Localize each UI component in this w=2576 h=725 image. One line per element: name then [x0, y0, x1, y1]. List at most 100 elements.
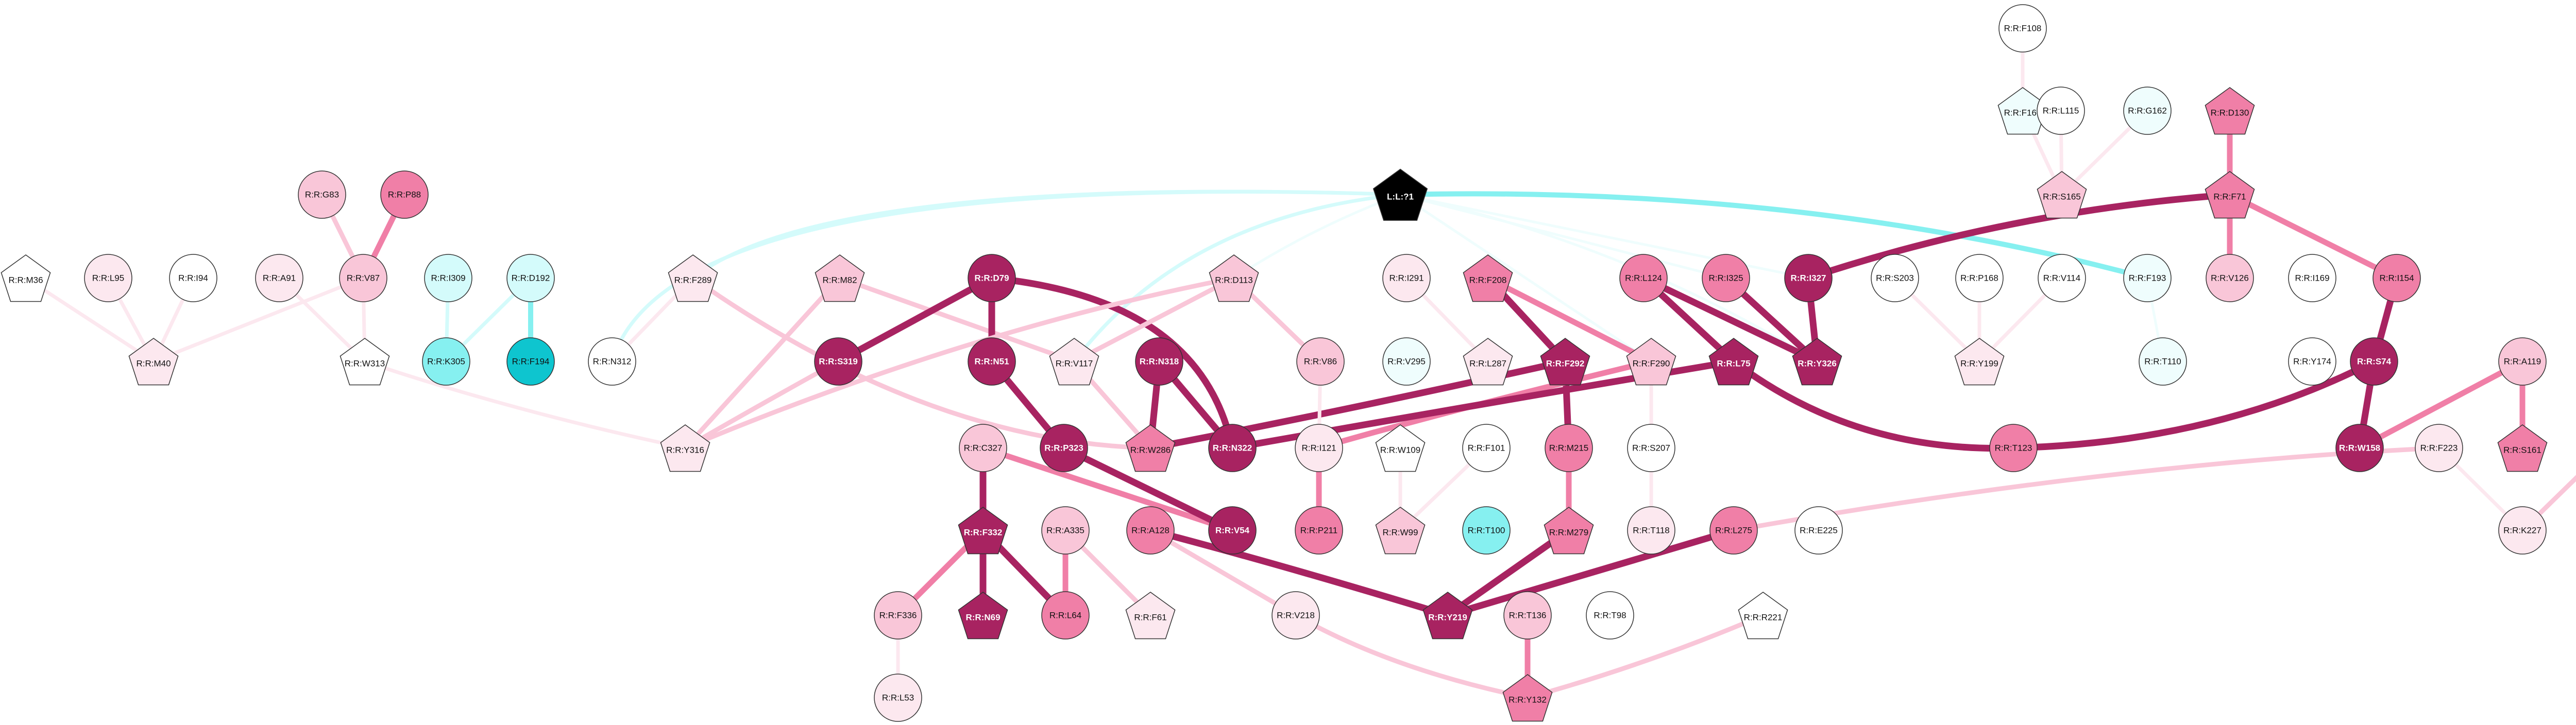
node-s319[interactable]: R:R:S319 — [814, 337, 862, 386]
node-pentagon — [1626, 338, 1676, 386]
node-y174[interactable]: R:R:Y174 — [2288, 337, 2336, 386]
node-p211[interactable]: R:R:P211 — [1295, 506, 1343, 555]
node-v117[interactable]: R:R:V117 — [1049, 338, 1099, 386]
node-a335[interactable]: R:R:A335 — [1041, 506, 1090, 555]
node-i154[interactable]: R:R:I154 — [2372, 254, 2421, 302]
node-d130[interactable]: R:R:D130 — [2205, 87, 2255, 135]
node-l124[interactable]: R:R:L124 — [1619, 254, 1668, 302]
edge-lig-F290 — [1399, 193, 1653, 363]
node-f223[interactable]: R:R:F223 — [2415, 424, 2463, 472]
node-i325[interactable]: R:R:I325 — [1702, 254, 1750, 302]
node-circle — [2123, 87, 2172, 135]
node-w158[interactable]: R:R:W158 — [2335, 424, 2384, 472]
node-i169[interactable]: R:R:I169 — [2288, 254, 2336, 302]
edge-L124-Y326 — [1640, 274, 1821, 365]
node-m279[interactable]: R:R:M279 — [1544, 507, 1594, 555]
node-i121[interactable]: R:R:I121 — [1295, 424, 1343, 472]
node-a91[interactable]: R:R:A91 — [255, 254, 303, 302]
node-f71[interactable]: R:R:F71 — [2205, 171, 2255, 219]
node-l95[interactable]: R:R:L95 — [84, 254, 132, 302]
node-g162[interactable]: R:R:G162 — [2123, 87, 2172, 135]
node-circle — [2038, 254, 2086, 302]
node-i94[interactable]: R:R:I94 — [169, 254, 217, 302]
node-c327[interactable]: R:R:C327 — [959, 424, 1007, 472]
node-y219[interactable]: R:R:Y219 — [1422, 592, 1473, 640]
node-m82[interactable]: R:R:M82 — [815, 254, 865, 302]
node-f208[interactable]: R:R:F208 — [1463, 254, 1513, 302]
node-i327[interactable]: R:R:I327 — [1784, 254, 1833, 302]
node-l115[interactable]: R:R:L115 — [2037, 87, 2085, 135]
node-s161[interactable]: R:R:S161 — [2497, 424, 2548, 472]
edge-F71-I154 — [2227, 192, 2400, 281]
node-g83[interactable]: R:R:G83 — [298, 170, 346, 219]
node-f332[interactable]: R:R:F332 — [958, 507, 1008, 555]
node-t110[interactable]: R:R:T110 — [2139, 337, 2187, 386]
node-f101[interactable]: R:R:F101 — [1462, 424, 1511, 472]
edge-lig-F193 — [1398, 191, 2150, 281]
node-s74[interactable]: R:R:S74 — [2350, 337, 2398, 386]
node-circle — [959, 424, 1007, 472]
edge-lig-D113 — [1232, 193, 1402, 280]
node-a119[interactable]: R:R:A119 — [2498, 337, 2547, 386]
node-r221[interactable]: R:R:R221 — [1738, 592, 1788, 640]
node-v295[interactable]: R:R:V295 — [1382, 337, 1431, 386]
node-d192[interactable]: R:R:D192 — [506, 254, 555, 302]
node-s207[interactable]: R:R:S207 — [1627, 424, 1675, 472]
node-circle — [2415, 424, 2463, 472]
node-n69[interactable]: R:R:N69 — [958, 592, 1008, 640]
node-f289[interactable]: R:R:F289 — [668, 254, 718, 302]
node-circle — [2288, 254, 2336, 302]
node-n318[interactable]: R:R:N318 — [1135, 337, 1183, 386]
node-f194[interactable]: R:R:F194 — [506, 337, 555, 386]
node-l64[interactable]: R:R:L64 — [1041, 591, 1090, 640]
node-v126[interactable]: R:R:V126 — [2206, 254, 2254, 302]
node-f336[interactable]: R:R:F336 — [874, 591, 922, 640]
node-f108[interactable]: R:R:F108 — [1998, 4, 2047, 53]
node-k227[interactable]: R:R:K227 — [2498, 506, 2547, 555]
node-circle — [1503, 591, 1552, 640]
node-circle — [1709, 506, 1758, 555]
node-pentagon — [958, 592, 1008, 640]
node-t100[interactable]: R:R:T100 — [1462, 506, 1511, 555]
node-circle — [1702, 254, 1750, 302]
node-v54[interactable]: R:R:V54 — [1208, 506, 1257, 555]
node-v114[interactable]: R:R:V114 — [2038, 254, 2086, 302]
node-p323[interactable]: R:R:P323 — [1040, 424, 1088, 472]
node-d79[interactable]: R:R:D79 — [968, 254, 1016, 302]
node-s203[interactable]: R:R:S203 — [1871, 254, 1919, 302]
edge-F223-L275 — [1731, 445, 2442, 533]
node-f290[interactable]: R:R:F290 — [1626, 338, 1676, 386]
node-t136[interactable]: R:R:T136 — [1503, 591, 1552, 640]
node-n312[interactable]: R:R:N312 — [588, 337, 636, 386]
node-d113[interactable]: R:R:D113 — [1209, 254, 1259, 302]
node-v218[interactable]: R:R:V218 — [1272, 591, 1320, 640]
node-k305[interactable]: R:R:K305 — [422, 337, 470, 386]
node-i309[interactable]: R:R:I309 — [424, 254, 472, 302]
node-circle — [588, 337, 636, 386]
node-e225[interactable]: R:R:E225 — [1794, 506, 1843, 555]
node-p168[interactable]: R:R:P168 — [1955, 254, 2004, 302]
node-t98[interactable]: R:R:T98 — [1586, 591, 1634, 640]
node-l275[interactable]: R:R:L275 — [1709, 506, 1758, 555]
node-circle — [506, 337, 555, 386]
node-n322[interactable]: R:R:N322 — [1208, 424, 1257, 472]
node-t118[interactable]: R:R:T118 — [1627, 506, 1675, 555]
node-v87[interactable]: R:R:V87 — [339, 254, 387, 302]
node-m215[interactable]: R:R:M215 — [1545, 424, 1593, 472]
node-pentagon — [1375, 424, 1426, 472]
node-a128[interactable]: R:R:A128 — [1126, 506, 1175, 555]
node-p88[interactable]: R:R:P88 — [380, 170, 429, 219]
node-n51[interactable]: R:R:N51 — [968, 337, 1016, 386]
node-v86[interactable]: R:R:V86 — [1296, 337, 1345, 386]
node-f193[interactable]: R:R:F193 — [2123, 254, 2172, 302]
node-y132[interactable]: R:R:Y132 — [1502, 674, 1553, 722]
node-t123[interactable]: R:R:T123 — [1989, 424, 2038, 472]
node-i291[interactable]: R:R:I291 — [1382, 254, 1431, 302]
node-lig[interactable]: L:L:?1 — [1372, 168, 1428, 221]
edge-W313-Y316 — [363, 359, 687, 450]
node-circle — [1955, 254, 2004, 302]
node-m36[interactable]: R:R:M36 — [1, 254, 51, 302]
node-circle — [2335, 424, 2384, 472]
node-m40[interactable]: R:R:M40 — [128, 338, 179, 386]
node-l53[interactable]: R:R:L53 — [874, 674, 922, 722]
